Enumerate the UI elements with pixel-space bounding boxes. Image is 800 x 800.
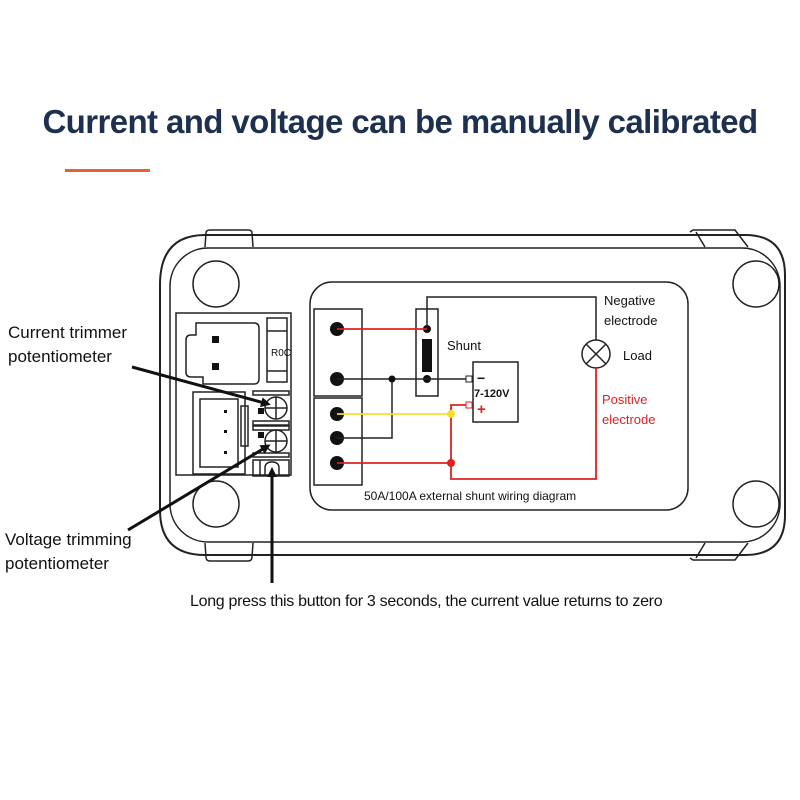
voltage-trimmer-label-line2: potentiometer bbox=[5, 554, 109, 573]
zero-button-label: Long press this button for 3 seconds, th… bbox=[190, 593, 663, 610]
supply-plus: + bbox=[477, 401, 486, 418]
wires-black bbox=[337, 296, 597, 439]
current-trimmer-potentiometer[interactable] bbox=[252, 390, 290, 426]
wires-red bbox=[337, 328, 597, 480]
relay-component bbox=[266, 317, 288, 383]
voltage-trimmer-arrow bbox=[127, 444, 271, 532]
current-trimmer-arrow bbox=[131, 365, 271, 407]
load-label: Load bbox=[623, 348, 652, 363]
load: Load bbox=[581, 339, 652, 369]
terminal-block-upper bbox=[313, 308, 363, 397]
mounting-hole-bottom-right bbox=[732, 480, 780, 528]
module-frame bbox=[175, 312, 292, 476]
relay-label: R0C bbox=[271, 348, 291, 359]
supply-minus: − bbox=[477, 370, 485, 386]
terminal-block-lower bbox=[313, 397, 363, 486]
mounting-hole-top-left bbox=[192, 260, 240, 308]
current-trimmer-label-line1: Current trimmer bbox=[8, 323, 127, 342]
mounting-hole-top-right bbox=[732, 260, 780, 308]
negative-electrode-label-line2: electrode bbox=[604, 313, 657, 328]
enclosure-tab-top-left bbox=[204, 229, 254, 248]
voltage-trimmer-label-line1: Voltage trimming bbox=[5, 530, 132, 549]
wiring-diagram-caption: 50A/100A external shunt wiring diagram bbox=[364, 489, 576, 503]
title-underline bbox=[65, 169, 150, 172]
positive-electrode-label-line1: Positive bbox=[602, 392, 648, 407]
push-button-icon bbox=[264, 461, 280, 476]
voltage-trimmer-potentiometer[interactable] bbox=[252, 425, 290, 458]
negative-electrode-label-line1: Negative bbox=[604, 293, 655, 308]
wiring-diagram-panel: Shunt − 7-120V + Load bbox=[309, 281, 689, 511]
mounting-hole-bottom-left bbox=[192, 480, 240, 528]
pin-header bbox=[192, 391, 246, 475]
supply-voltage: 7-120V bbox=[474, 388, 510, 400]
plug-socket bbox=[185, 322, 260, 385]
enclosure-inner-edge bbox=[169, 247, 781, 543]
connector-module: R0C bbox=[175, 312, 292, 477]
positive-electrode-label-line2: electrode bbox=[602, 412, 655, 427]
shunt-label: Shunt bbox=[447, 338, 481, 353]
enclosure-tab-bottom-right bbox=[689, 542, 749, 561]
page-title: Current and voltage can be manually cali… bbox=[42, 103, 758, 140]
current-trimmer-label-line2: potentiometer bbox=[8, 347, 112, 366]
enclosure bbox=[159, 229, 786, 562]
enclosure-tab-bottom-left bbox=[204, 542, 254, 562]
power-supply: − 7-120V + bbox=[465, 361, 519, 423]
enclosure-tab-top-right bbox=[689, 229, 749, 248]
shunt: Shunt bbox=[415, 308, 481, 397]
wiring-panel-frame bbox=[309, 281, 689, 511]
